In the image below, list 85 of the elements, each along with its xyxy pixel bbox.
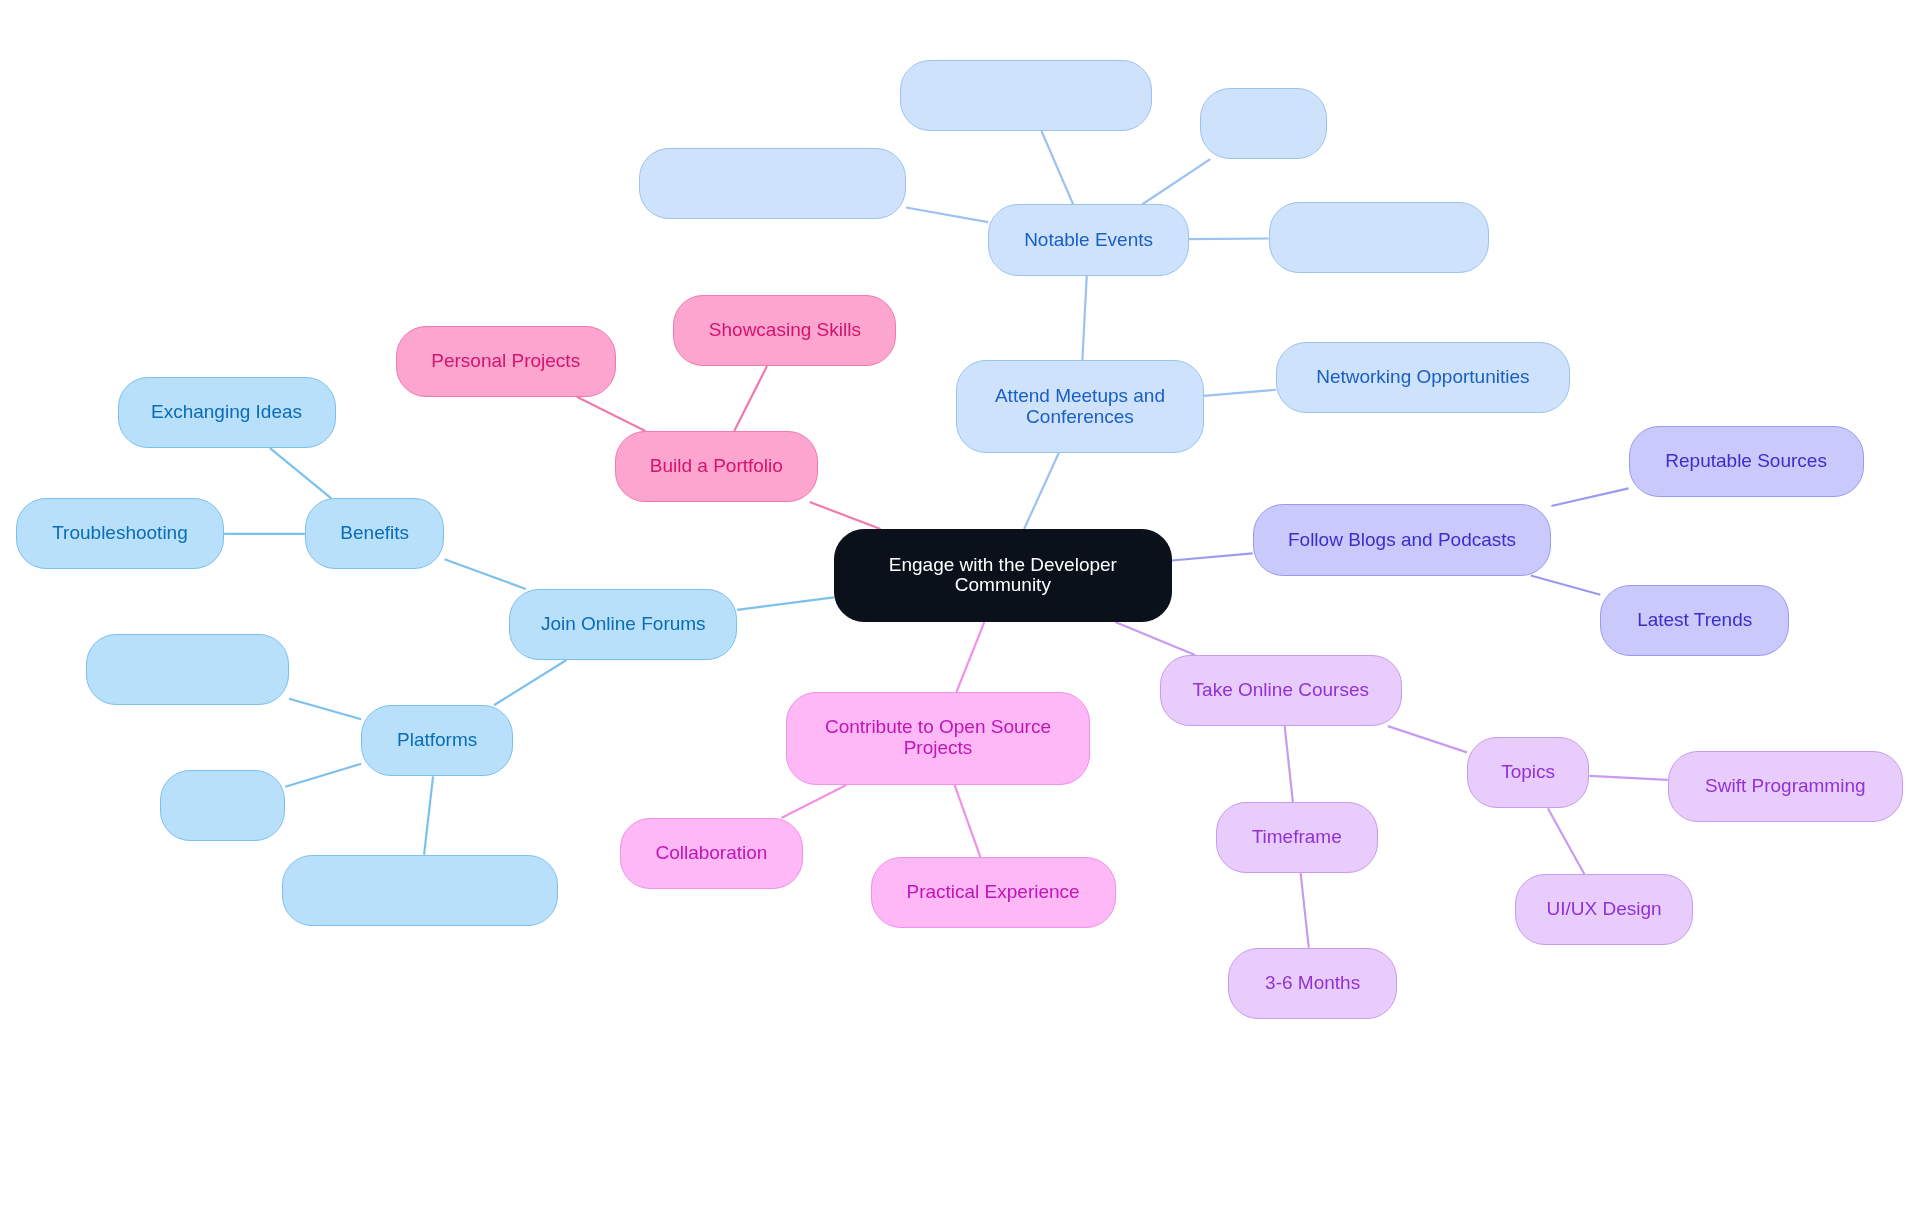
connector-line: [1040, 130, 1075, 205]
topic-label: Contribute to Open Source Projects: [823, 717, 1052, 760]
topic-box: [281, 854, 559, 926]
connector-line: [1530, 574, 1601, 596]
topic-label: Collaboration: [655, 843, 768, 864]
topic-box: [870, 857, 1116, 929]
connector-line: [493, 659, 568, 707]
topic-label: UI/UX Design: [1546, 899, 1662, 921]
topic-box: [988, 204, 1189, 276]
topic-box: [1215, 802, 1378, 874]
connector-line: [737, 596, 835, 611]
topic-label: Join Online Forums: [540, 614, 706, 635]
connector-line: [1299, 872, 1310, 948]
topic-label: Platforms: [397, 730, 478, 752]
topic-box: [673, 295, 897, 367]
topic-label: Notable Events: [1024, 229, 1153, 251]
topic-box: [1600, 585, 1789, 657]
topic-label: Showcasing Skills: [708, 320, 861, 342]
topic-box: [1268, 202, 1489, 274]
topic-label: Swift Programming: [1705, 775, 1866, 797]
topic-box: [619, 817, 804, 889]
topic-box: [361, 705, 514, 777]
topic-box: [956, 360, 1204, 454]
connector-line: [288, 697, 362, 721]
connector-line: [269, 447, 332, 500]
topic-box: [1159, 655, 1402, 727]
connector-line: [1546, 807, 1586, 875]
connector-line: [780, 783, 847, 819]
connector-line: [1081, 275, 1088, 361]
connector-line: [953, 784, 982, 858]
connector-line: [1171, 552, 1253, 562]
topic-box: [1667, 750, 1903, 822]
topic-label: 3-6 Months: [1265, 972, 1361, 994]
connector-line: [1141, 158, 1211, 206]
topic-box: [1200, 88, 1328, 160]
topic-box: [1252, 504, 1552, 576]
topic-label: Practical Experience: [906, 882, 1080, 904]
topic-box: [614, 431, 818, 503]
topic-label: Troubleshooting: [52, 523, 188, 545]
topic-label: Attend Meetups and Conferences: [993, 385, 1166, 428]
topic-label: Personal Projects: [431, 350, 581, 372]
topic-box: [15, 498, 225, 570]
connector-line: [576, 395, 646, 432]
topic-box: [395, 325, 616, 397]
connector-line: [224, 532, 305, 535]
connector-line: [809, 501, 881, 530]
topic-box: [304, 498, 445, 570]
connector-line: [1188, 237, 1269, 241]
topic-box: [160, 770, 286, 842]
connector-line: [1387, 725, 1468, 754]
topic-label: Reputable Sources: [1665, 451, 1827, 473]
topic-label: Latest Trends: [1637, 610, 1753, 632]
connector-line: [1283, 726, 1294, 803]
connector-line: [423, 776, 435, 855]
topic-label: Follow Blogs and Podcasts: [1287, 529, 1517, 551]
topic-box: [1228, 947, 1398, 1019]
topic-box: [85, 634, 289, 706]
topic-box: [509, 588, 738, 660]
topic-box: [1466, 737, 1590, 809]
connector-line: [1551, 487, 1629, 508]
connector-line: [955, 621, 986, 693]
topic-box: [1628, 426, 1864, 498]
topic-box: [1275, 341, 1570, 413]
topic-box: [117, 377, 336, 449]
topic-box: [786, 691, 1090, 785]
topic-box: [900, 60, 1153, 131]
topic-label: Networking Opportunities: [1316, 366, 1530, 388]
topic-label: Engage with the Developer Community: [887, 554, 1118, 597]
connector-line: [733, 365, 768, 432]
topic-label: Topics: [1501, 762, 1556, 784]
connector-line: [1203, 388, 1276, 398]
connector-line: [1023, 452, 1060, 530]
topic-box: [639, 148, 907, 220]
topic-label: Build a Portfolio: [649, 456, 783, 477]
connector-line: [285, 762, 362, 788]
connector-line: [905, 206, 989, 224]
topic-label: Exchanging Ideas: [151, 402, 303, 424]
topic-label: Take Online Courses: [1192, 680, 1369, 702]
topic-box: [1514, 874, 1694, 946]
connector-line: [1589, 774, 1668, 782]
central-topic-box: [833, 528, 1172, 622]
connector-line: [1114, 621, 1196, 657]
topic-label: Benefits: [340, 523, 409, 545]
topic-label: Timeframe: [1251, 827, 1342, 848]
connector-line: [444, 558, 527, 590]
